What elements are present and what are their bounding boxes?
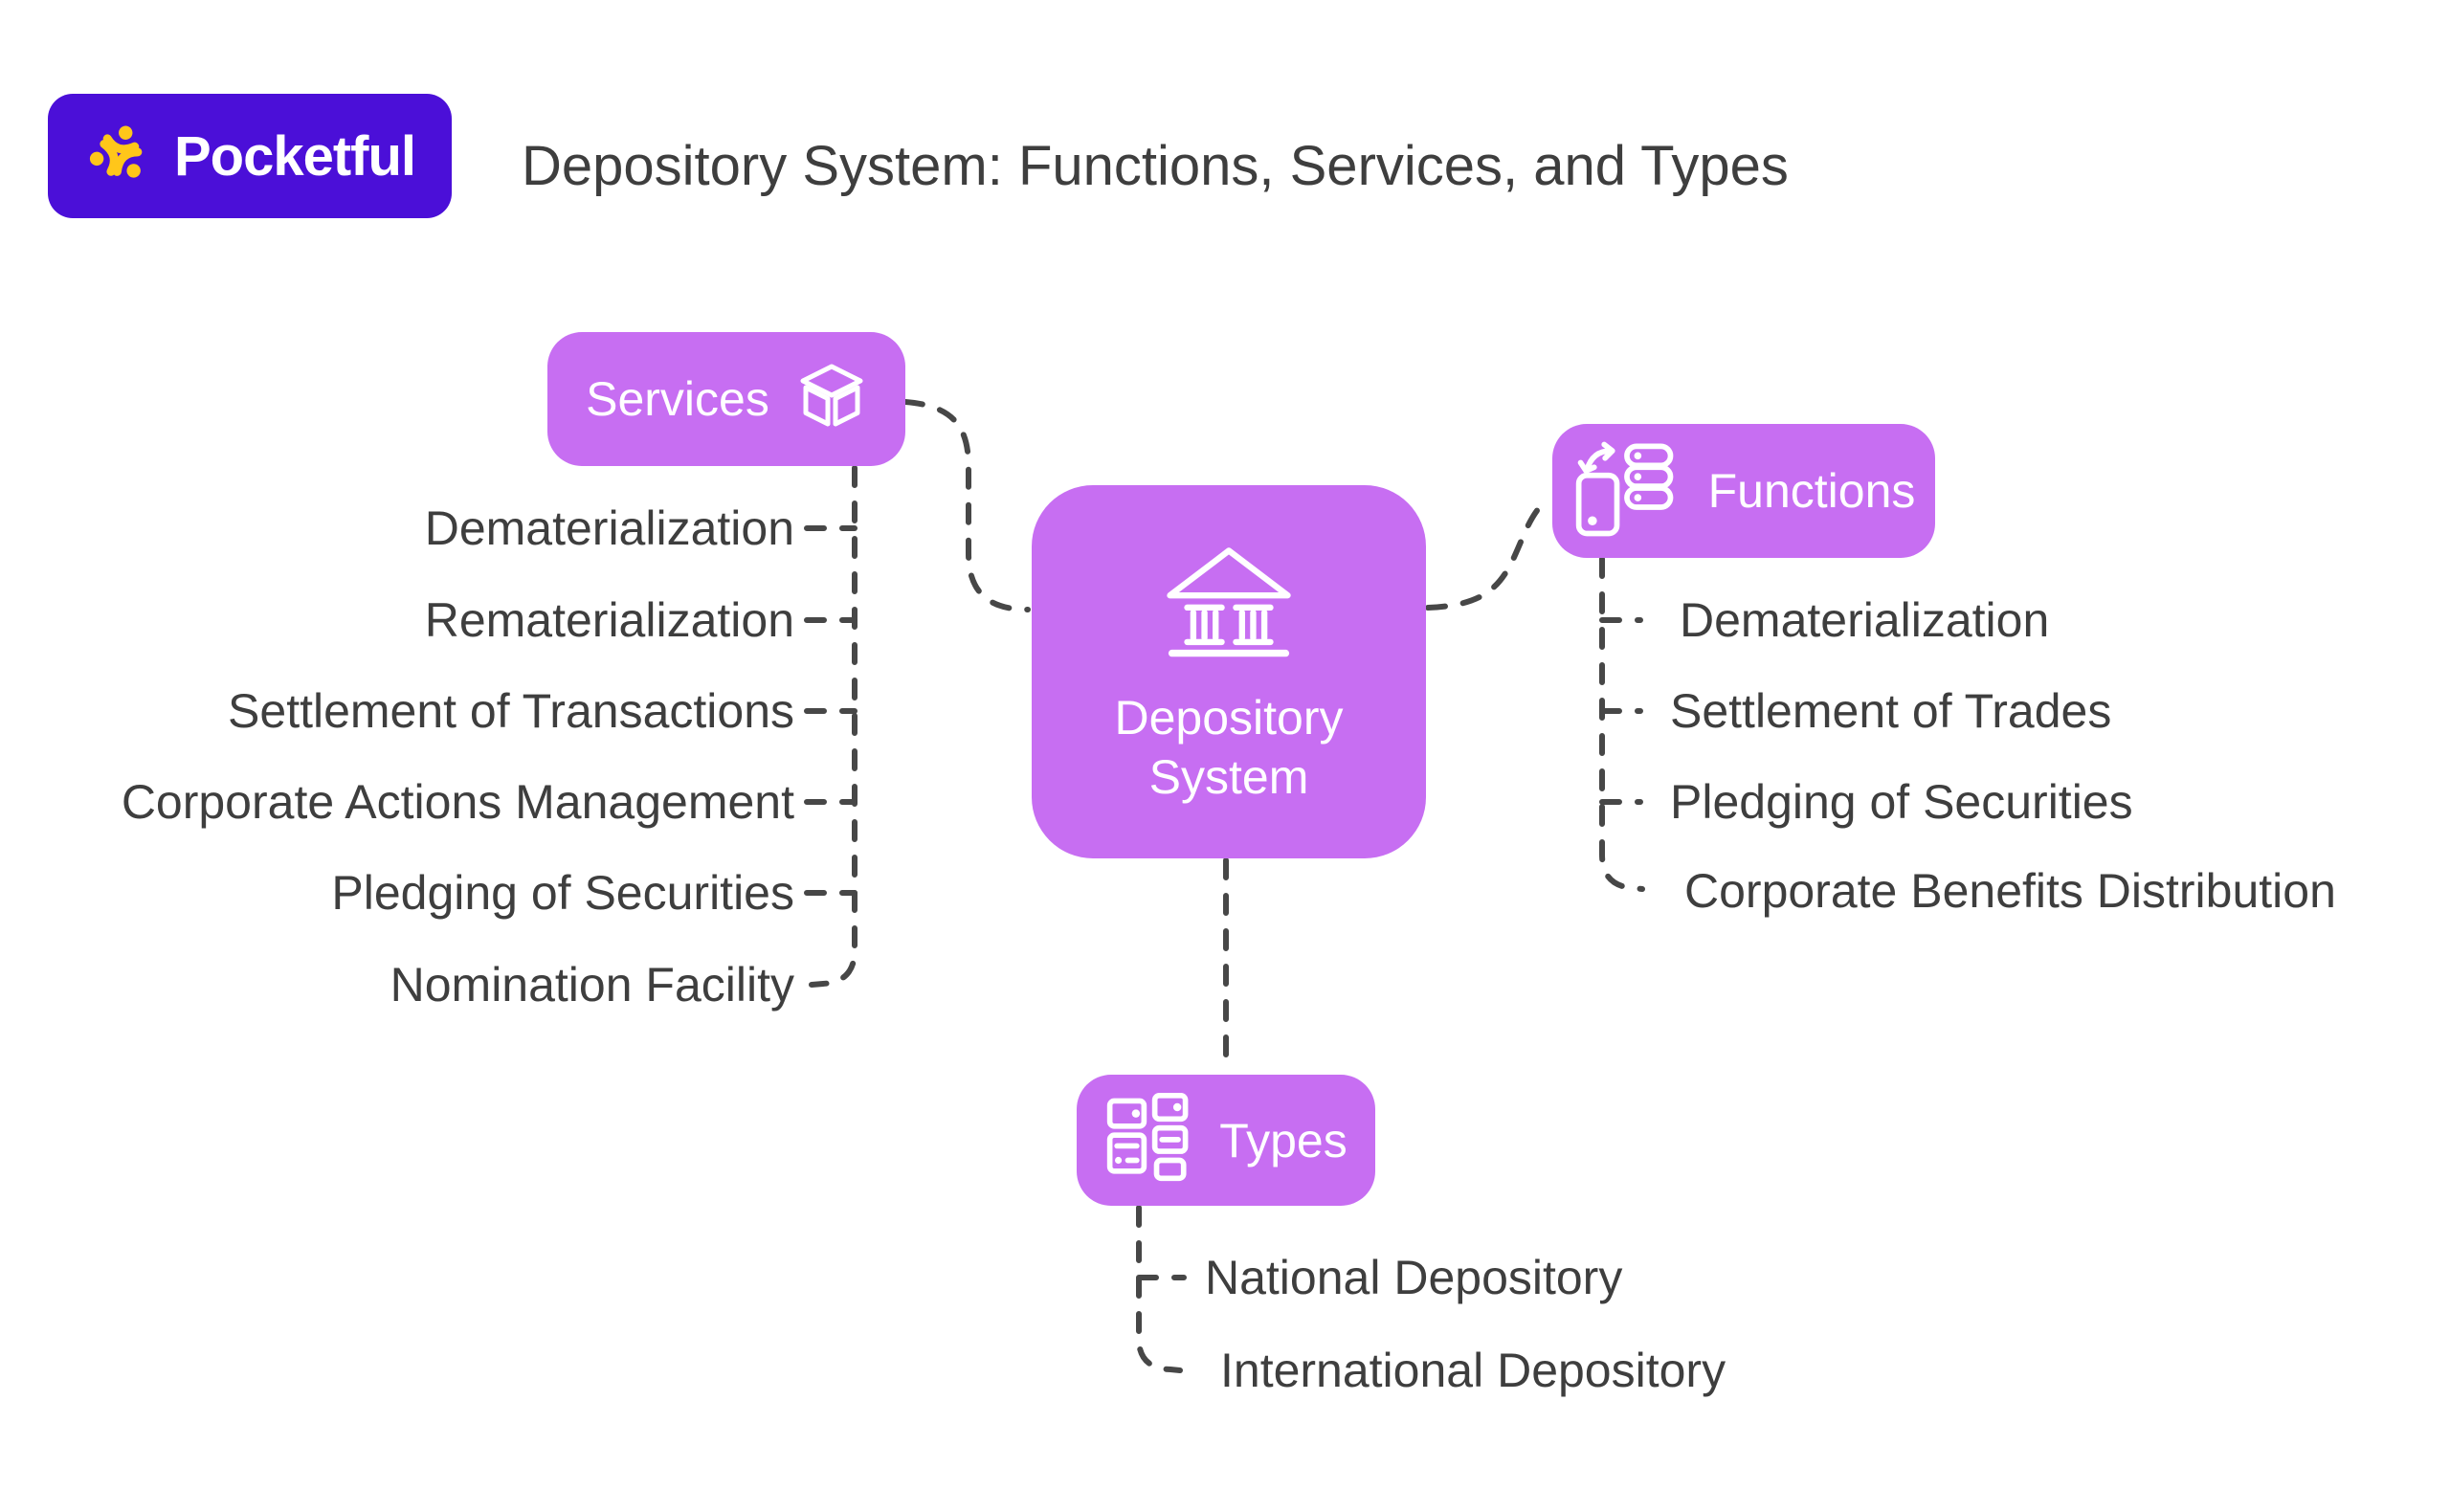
- function-item-pledging-of-securities: Pledging of Securities: [1670, 775, 2133, 829]
- phone-sync-database-icon: [1572, 440, 1680, 543]
- depository-node-label: Depository System: [1114, 691, 1344, 804]
- connector-functions-trunk: [1599, 556, 1645, 892]
- connector-center-functions: [1425, 496, 1551, 611]
- service-item-rematerialization: Rematerialization: [424, 593, 794, 647]
- function-item-corporate-benefits-distribution: Corporate Benefits Distribution: [1684, 864, 2336, 918]
- node-functions: Functions: [1552, 424, 1935, 558]
- page-title: Depository System: Functions, Services, …: [522, 135, 1789, 197]
- node-services: Services: [547, 332, 905, 466]
- connector-types-trunk: [1136, 1205, 1183, 1373]
- layout-cards-icon: [1104, 1092, 1194, 1189]
- node-depository-system: Depository System: [1032, 485, 1426, 858]
- pocketful-logo: Pocketful: [48, 94, 452, 218]
- connector-services-trunk: [809, 465, 858, 988]
- service-item-pledging-of-securities: Pledging of Securities: [331, 866, 794, 920]
- service-item-nomination-facility: Nomination Facility: [390, 958, 794, 1012]
- types-node-label: Types: [1219, 1113, 1348, 1167]
- function-item-dematerialization: Dematerialization: [1680, 593, 2050, 647]
- function-item-settlement-of-trades: Settlement of Trades: [1670, 684, 2112, 738]
- service-item-dematerialization: Dematerialization: [424, 501, 794, 555]
- logo-wordmark: Pocketful: [173, 124, 416, 188]
- service-item-corporate-actions-management: Corporate Actions Management: [121, 775, 794, 829]
- service-item-settlement-of-transactions: Settlement of Transactions: [228, 684, 794, 738]
- node-types: Types: [1077, 1075, 1375, 1206]
- type-item-international-depository: International Depository: [1220, 1344, 1726, 1397]
- type-item-national-depository: National Depository: [1205, 1251, 1623, 1304]
- cube-icon: [796, 362, 867, 437]
- services-node-label: Services: [586, 372, 769, 426]
- connector-services-center: [902, 399, 1031, 612]
- bank-icon: [1162, 545, 1296, 663]
- pocketful-logo-icon: [84, 120, 153, 193]
- functions-node-label: Functions: [1707, 464, 1916, 518]
